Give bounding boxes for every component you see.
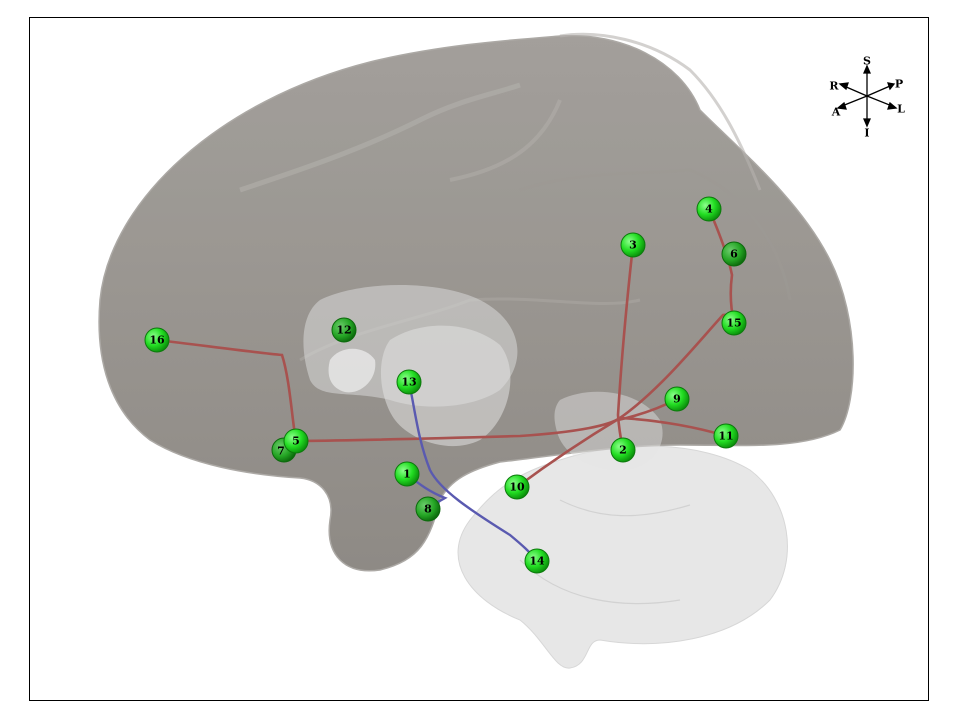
node-9[interactable]: 9 — [664, 386, 690, 412]
svg-text:3: 3 — [629, 239, 637, 252]
svg-text:5: 5 — [292, 435, 300, 448]
svg-text:15: 15 — [726, 317, 741, 330]
svg-text:16: 16 — [149, 334, 165, 347]
edge-5-11 — [294, 416, 728, 443]
node-15[interactable]: 15 — [721, 310, 747, 336]
edge-3-2 — [616, 243, 635, 452]
node-5[interactable]: 5 — [283, 428, 309, 454]
node-12[interactable]: 12 — [331, 317, 357, 343]
svg-text:1: 1 — [403, 468, 411, 481]
svg-text:9: 9 — [673, 393, 681, 406]
svg-text:14: 14 — [529, 555, 545, 568]
right-label: R — [829, 80, 839, 93]
svg-text:11: 11 — [718, 430, 733, 443]
node-1[interactable]: 1 — [394, 461, 420, 487]
superior-label: S — [863, 55, 871, 68]
node-14[interactable]: 14 — [524, 548, 550, 574]
svg-text:13: 13 — [401, 376, 416, 389]
cerebellum-brainstem — [457, 445, 788, 669]
svg-text:12: 12 — [336, 324, 351, 337]
svg-text:4: 4 — [705, 203, 713, 216]
node-16[interactable]: 16 — [144, 327, 170, 353]
node-6[interactable]: 6 — [721, 241, 747, 267]
node-2[interactable]: 2 — [610, 437, 636, 463]
node-3[interactable]: 3 — [620, 232, 646, 258]
subcortical-structures — [303, 285, 663, 470]
node-13[interactable]: 13 — [396, 369, 422, 395]
left-label: L — [897, 103, 905, 116]
svg-text:8: 8 — [424, 503, 432, 516]
orientation-compass — [836, 64, 898, 128]
edge-4-15 — [707, 207, 736, 325]
node-8[interactable]: 8 — [415, 496, 441, 522]
edge-13-14 — [407, 380, 539, 563]
node-10[interactable]: 10 — [504, 474, 530, 500]
svg-text:2: 2 — [619, 444, 627, 457]
svg-text:10: 10 — [509, 481, 525, 494]
svg-text:6: 6 — [730, 248, 738, 261]
anterior-label: A — [831, 106, 841, 119]
posterior-label: P — [895, 78, 903, 91]
svg-text:7: 7 — [277, 445, 285, 458]
node-4[interactable]: 4 — [696, 196, 722, 222]
inferior-label: I — [864, 127, 869, 140]
figure-frame — [29, 17, 929, 701]
edge-16-5 — [155, 338, 298, 443]
node-11[interactable]: 11 — [713, 423, 739, 449]
